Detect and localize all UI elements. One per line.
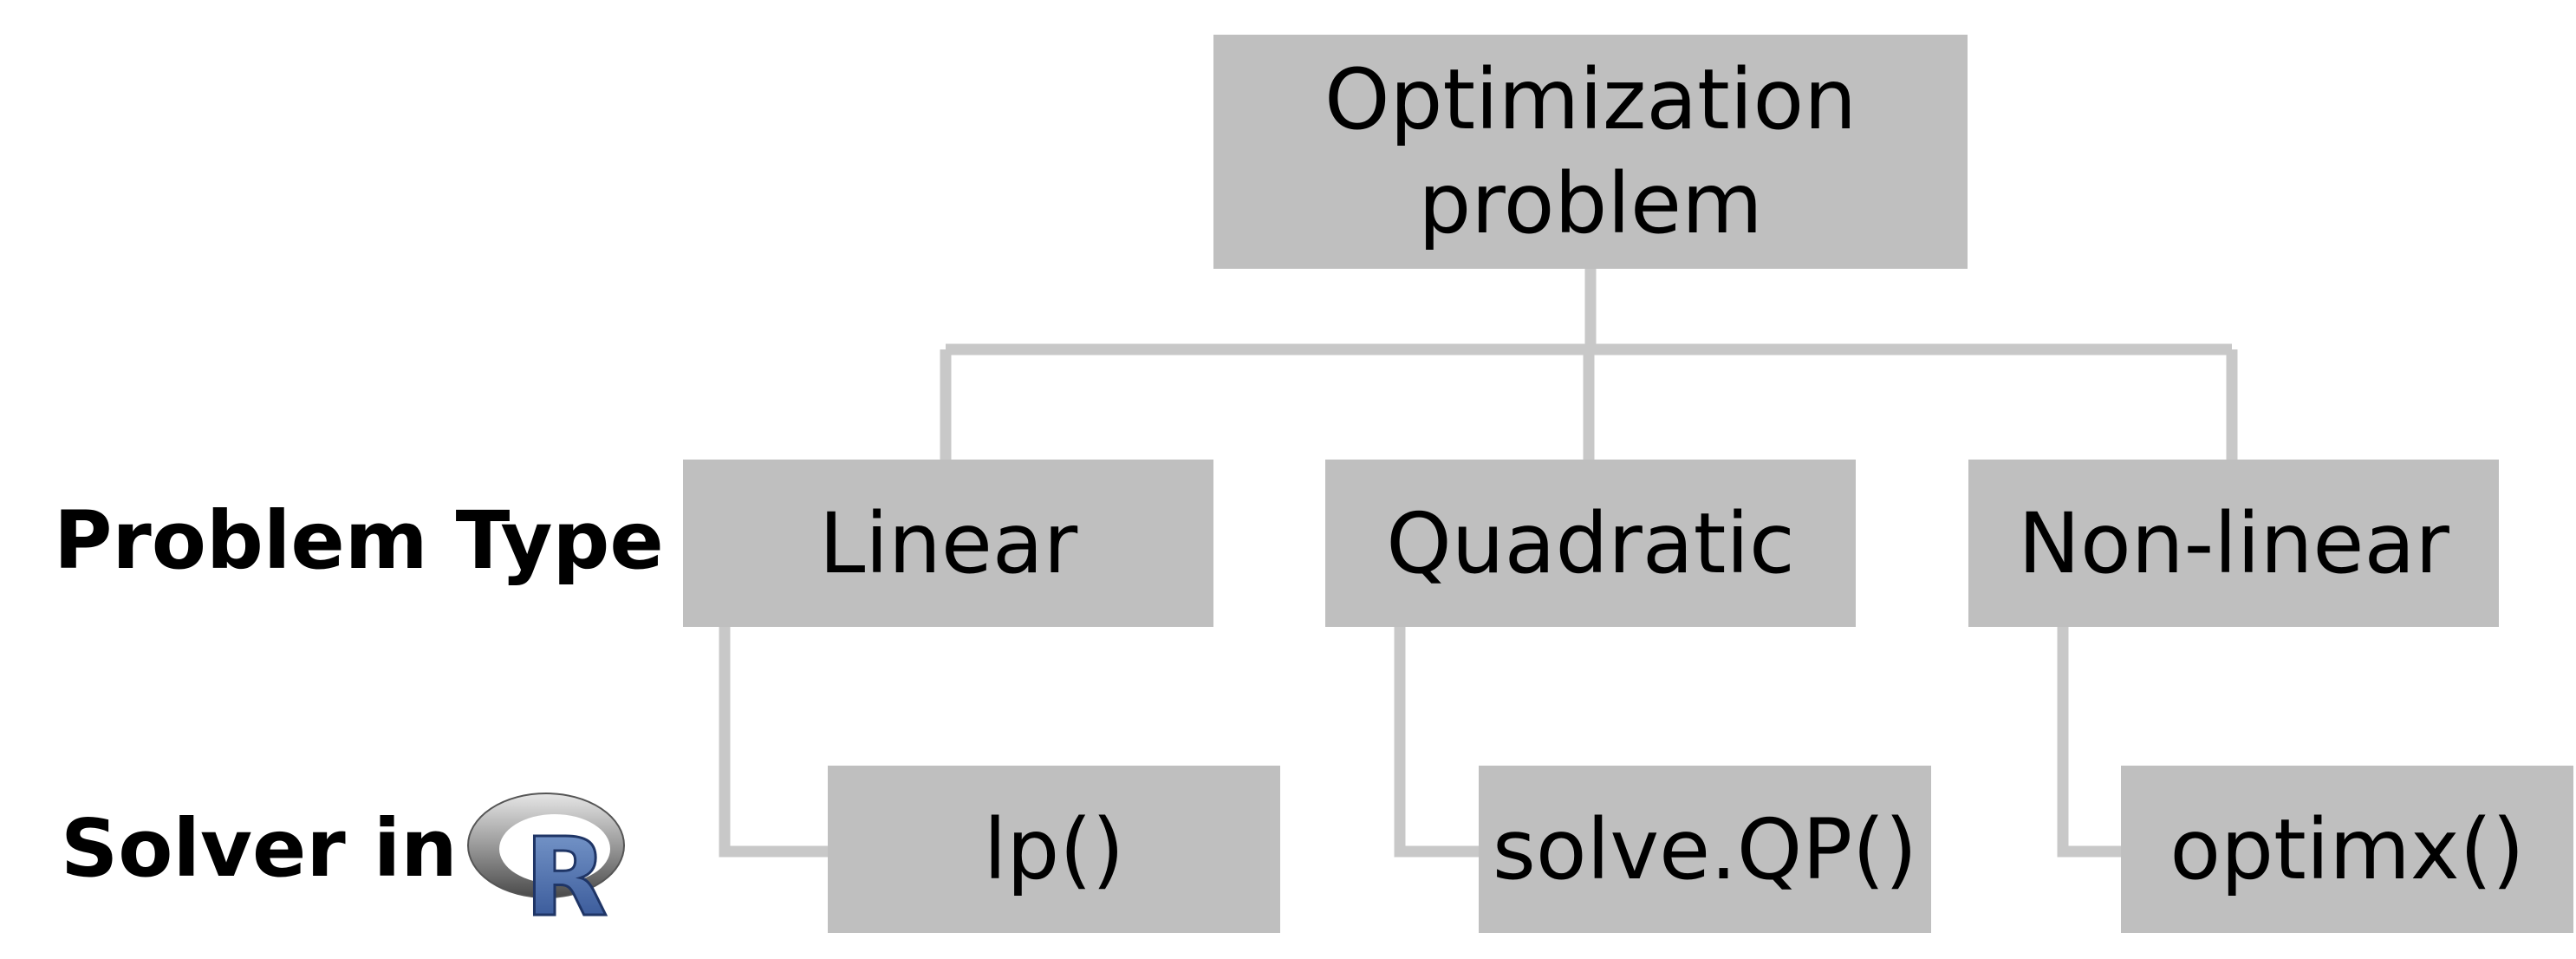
- connector-lp: [719, 627, 828, 858]
- solver-node-lp: lp(): [828, 766, 1280, 933]
- solver-label: Solver in: [61, 802, 458, 895]
- type-node-nonlinear: Non-linear: [1968, 460, 2499, 627]
- root-title-line2: problem: [1418, 155, 1763, 252]
- type-label-quadratic: Quadratic: [1386, 494, 1795, 592]
- r-logo-letter: R: [524, 815, 608, 919]
- solver-label-solveqp: solve.QP(): [1492, 800, 1918, 898]
- connector-solveqp: [1394, 627, 1479, 858]
- solver-node-solveqp: solve.QP(): [1479, 766, 1931, 933]
- solver-label-lp: lp(): [983, 800, 1125, 898]
- root-title-line1: Optimization: [1324, 51, 1857, 148]
- connector-optimx: [2057, 627, 2121, 858]
- type-node-quadratic: Quadratic: [1325, 460, 1856, 627]
- solver-label-optimx: optimx(): [2169, 800, 2525, 898]
- problem-type-label: Problem Type: [54, 494, 664, 587]
- root-node-optimization-problem: Optimization problem: [1213, 35, 1968, 269]
- type-label-nonlinear: Non-linear: [2018, 494, 2449, 592]
- solver-node-optimx: optimx(): [2121, 766, 2573, 933]
- type-label-linear: Linear: [818, 494, 1078, 592]
- type-node-linear: Linear: [683, 460, 1213, 627]
- r-logo-icon: R: [467, 793, 625, 919]
